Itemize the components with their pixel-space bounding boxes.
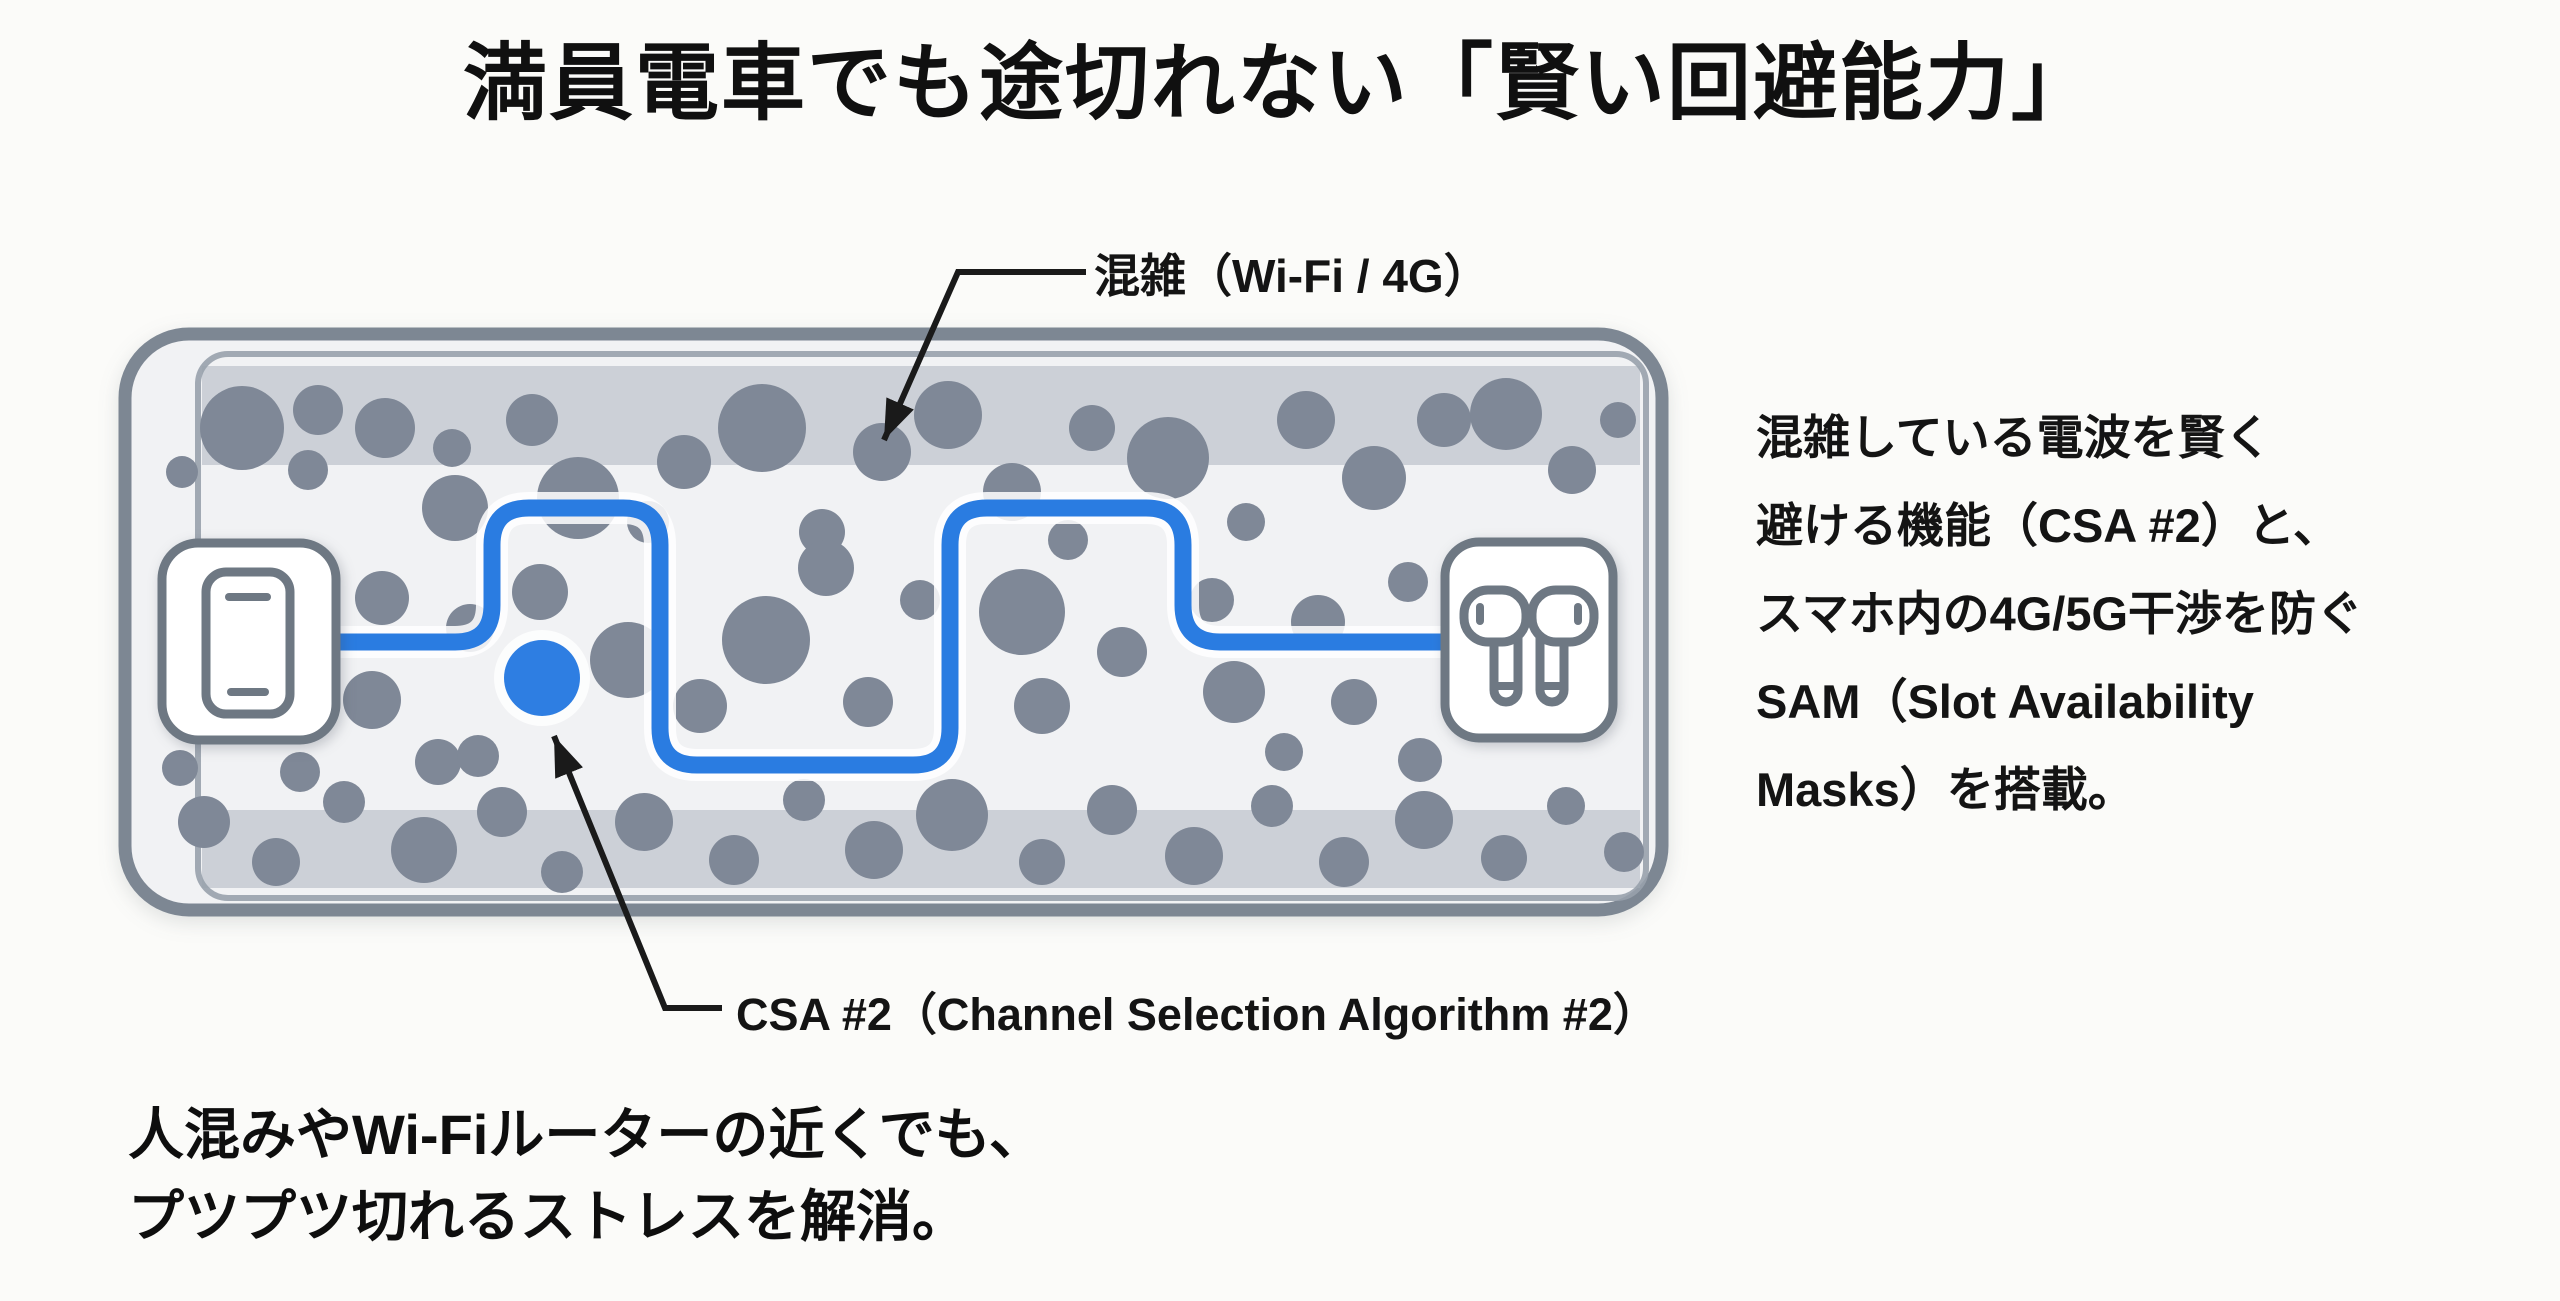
interference-dot xyxy=(280,752,320,792)
feature-description-line: SAM（Slot Availability xyxy=(1756,675,2254,728)
interference-dot xyxy=(512,564,568,620)
interference-dot xyxy=(709,835,759,885)
feature-description-line: 混雑している電波を賢く xyxy=(1756,411,2272,464)
interference-dot xyxy=(1265,733,1303,771)
interference-dot xyxy=(798,540,854,596)
interference-dot xyxy=(1417,393,1471,447)
interference-dot xyxy=(457,735,499,777)
interference-dot xyxy=(433,429,471,467)
interference-dot xyxy=(845,821,903,879)
interference-dot xyxy=(916,779,988,851)
interference-dot xyxy=(1203,661,1265,723)
interference-dot xyxy=(673,679,727,733)
interference-dot xyxy=(722,596,810,684)
congestion-label: 混雑（Wi-Fi / 4G） xyxy=(1094,250,1490,302)
feature-description-line: Masks）を搭載。 xyxy=(1756,763,2135,816)
interference-dot xyxy=(1069,405,1115,451)
interference-dot xyxy=(1398,738,1442,782)
interference-dot xyxy=(1227,503,1265,541)
feature-description: 混雑している電波を賢く 避ける機能（CSA #2）と、 スマホ内の4G/5G干渉… xyxy=(1756,394,2363,834)
benefit-note: 人混みやWi-Fiルーターの近くでも、 プツプツ切れるストレスを解消。 xyxy=(128,1094,1045,1258)
interference-dot xyxy=(1087,785,1137,835)
benefit-note-line: 人混みやWi-Fiルーターの近くでも、 xyxy=(128,1103,1045,1166)
interference-dot xyxy=(657,435,711,489)
interference-dot xyxy=(200,386,284,470)
interference-dot xyxy=(1277,391,1335,449)
earbuds-card xyxy=(1440,537,1618,743)
interference-dot xyxy=(252,838,300,886)
feature-description-line: 避ける機能（CSA #2）と、 xyxy=(1756,499,2340,552)
csa-route-path xyxy=(329,499,1459,774)
interference-dot xyxy=(853,423,911,481)
feature-description-line: スマホ内の4G/5G干渉を防ぐ xyxy=(1756,587,2364,640)
csa-label: CSA #2（Channel Selection Algorithm #2） xyxy=(736,989,1658,1040)
interference-dot xyxy=(1014,678,1070,734)
interference-dot xyxy=(1319,837,1369,887)
interference-dot xyxy=(422,475,488,541)
interference-dot xyxy=(415,739,461,785)
interference-dot xyxy=(615,793,673,851)
interference-dot xyxy=(178,796,230,848)
interference-dot xyxy=(1019,839,1065,885)
earbuds-icon xyxy=(1459,585,1599,707)
interference-dot xyxy=(843,677,893,727)
interference-dot xyxy=(293,385,343,435)
interference-dot xyxy=(1127,417,1209,499)
page-title: 満員電車でも途切れない「賢い回避能力」 xyxy=(462,36,2097,130)
interference-dot xyxy=(343,671,401,729)
interference-dot xyxy=(1548,446,1596,494)
selected-channel-dot xyxy=(504,640,580,716)
interference-dot xyxy=(391,817,457,883)
interference-dot xyxy=(1600,402,1636,438)
interference-dot xyxy=(900,580,940,620)
interference-dot xyxy=(355,571,409,625)
interference-dot xyxy=(541,851,583,893)
interference-dot xyxy=(1481,835,1527,881)
smartphone-icon xyxy=(201,567,295,719)
interference-dot xyxy=(1251,785,1293,827)
csa-callout-line xyxy=(551,734,722,1011)
interference-dot xyxy=(166,456,198,488)
congestion-callout-line xyxy=(881,269,1086,442)
interference-dot xyxy=(1547,787,1585,825)
interference-dot xyxy=(1331,679,1377,725)
interference-dot xyxy=(323,781,365,823)
interference-dot xyxy=(914,381,982,449)
interference-dot xyxy=(1048,520,1088,560)
smartphone-card xyxy=(157,538,341,745)
interference-dot xyxy=(1165,827,1223,885)
interference-dot xyxy=(1388,562,1428,602)
interference-dot xyxy=(1604,832,1644,872)
interference-dot xyxy=(979,569,1065,655)
interference-dot xyxy=(477,787,527,837)
interference-dot xyxy=(506,394,558,446)
interference-dot xyxy=(1097,627,1147,677)
interference-dot xyxy=(288,450,328,490)
interference-dot xyxy=(1342,446,1406,510)
interference-dot xyxy=(1470,378,1542,450)
benefit-note-line: プツプツ切れるストレスを解消。 xyxy=(128,1185,968,1248)
interference-dot xyxy=(162,750,198,786)
interference-dot xyxy=(1190,578,1234,622)
interference-dot xyxy=(718,384,806,472)
interference-dot xyxy=(355,398,415,458)
interference-dot xyxy=(783,779,825,821)
interference-dot xyxy=(1395,791,1453,849)
